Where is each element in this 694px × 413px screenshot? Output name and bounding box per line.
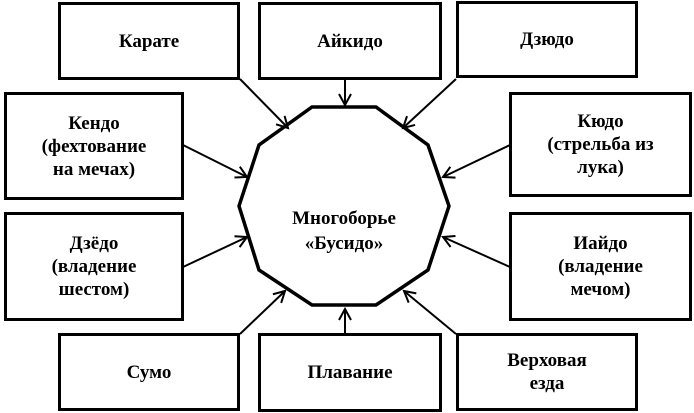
box-label: Верховая: [507, 350, 587, 371]
arrow-kendo: [182, 144, 247, 177]
box-label: Карате: [118, 30, 180, 52]
box-label: лука): [577, 157, 624, 178]
box-label: Айкидо: [317, 30, 383, 52]
box-label: Иайдо: [573, 233, 628, 254]
arrow-riding: [404, 291, 457, 335]
box-label: (владение: [51, 256, 137, 277]
arrow-kyudo: [443, 144, 511, 177]
center-line: «Бусидо»: [304, 233, 384, 254]
box-label: Сумо: [126, 361, 172, 383]
box-label: (владение: [558, 256, 643, 277]
box-label: Кендо: [68, 112, 120, 134]
arrow-judo: [403, 78, 457, 128]
arrow-sumo: [239, 291, 285, 335]
box-riding: Верховая езда: [456, 333, 638, 411]
arrow-karate: [239, 78, 288, 128]
box-karate: Карате: [58, 2, 240, 80]
arrow-iaido: [443, 237, 511, 268]
center-decagon: [237, 105, 451, 307]
box-swimming: Плавание: [258, 333, 442, 412]
box-label: Плавание: [307, 362, 393, 383]
box-label: мечом): [570, 279, 631, 300]
center-line: Многоборье: [292, 208, 396, 229]
box-kyudo: Кюдо (стрельба из лука): [509, 92, 692, 197]
box-label: шестом): [58, 279, 130, 300]
box-label: Дзёдо: [69, 233, 119, 254]
arrow-jodo: [182, 237, 247, 268]
box-label: (стрельба из: [547, 134, 654, 155]
box-aikido: Айкидо: [258, 2, 442, 80]
box-iaido: Иайдо (владение мечом): [509, 212, 692, 321]
box-judo: Дзюдо: [456, 1, 638, 78]
box-label: Кюдо: [577, 111, 624, 132]
box-label: езда: [529, 373, 565, 394]
box-label: Дзюдо: [520, 29, 574, 50]
box-kendo: Кендо (фехтование на мечах): [4, 92, 184, 200]
box-jodo: Дзёдо (владение шестом): [4, 212, 184, 321]
box-label: на мечах): [52, 158, 136, 180]
center-label: Многоборье «Бусидо»: [259, 206, 429, 256]
box-label: (фехтование: [41, 135, 147, 157]
box-sumo: Сумо: [58, 333, 240, 411]
